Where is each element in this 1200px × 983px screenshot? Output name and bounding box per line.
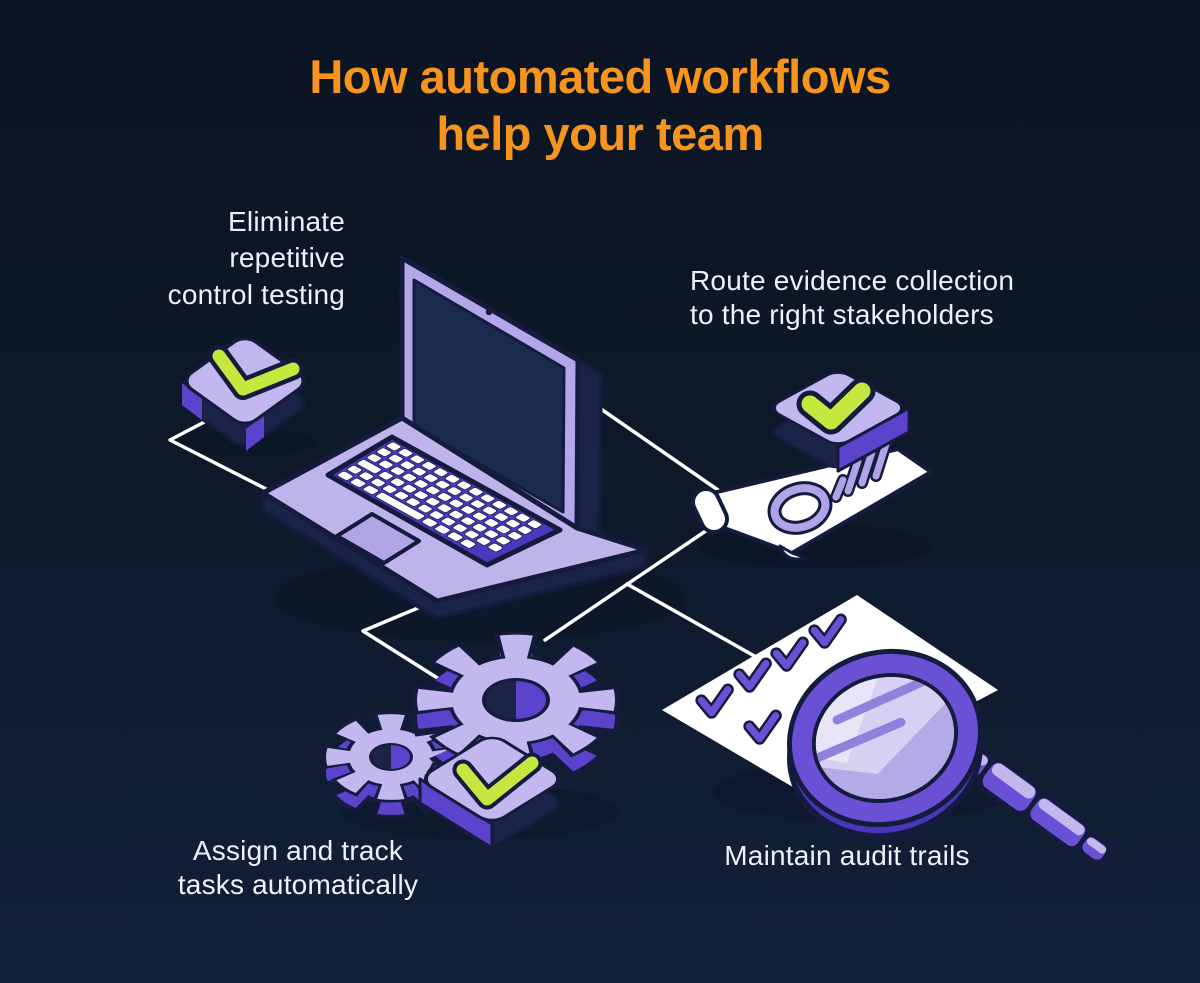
keyboard-keys — [336, 441, 543, 553]
trackpad — [335, 512, 421, 565]
connector-document-gears — [543, 522, 718, 642]
small-gear — [322, 711, 460, 821]
webcam-icon — [485, 308, 493, 316]
stamped-document-icon — [691, 371, 933, 561]
label-line: Maintain audit trails — [724, 840, 970, 871]
label-line: tasks automatically — [177, 869, 419, 901]
label-line: to the right stakeholders — [690, 298, 994, 330]
label-line: Route evidence collection — [690, 265, 1015, 296]
magnifier-lens — [786, 648, 984, 828]
gears-check-tile-icon — [322, 632, 619, 850]
laptop-icon — [260, 255, 649, 620]
laptop-screen — [412, 278, 566, 514]
label-line: Assign and track — [192, 835, 404, 866]
connector-checktile-laptop — [168, 416, 274, 494]
label-line: Eliminate — [228, 206, 345, 237]
gear-check-tile — [418, 736, 561, 850]
check-tile-icon — [182, 337, 306, 451]
label-eliminate-repetitive-control-testing: Eliminate repetitive control testing — [45, 204, 345, 313]
label-route-evidence-collection: Route evidence collection to the right s… — [690, 264, 1090, 331]
stamp-tile — [771, 371, 911, 473]
label-maintain-audit-trails: Maintain audit trails — [657, 838, 1037, 874]
document-ring — [767, 481, 833, 535]
connector-laptop-gears — [361, 598, 441, 681]
audit-checklist-magnifier-icon — [662, 595, 1111, 865]
connector-laptop-document — [586, 398, 720, 492]
label-line: repetitive — [229, 242, 345, 274]
page-title-line-2: help your team — [436, 107, 764, 161]
label-line: control testing — [167, 278, 345, 310]
audit-checkmarks — [695, 613, 847, 745]
page-title-line-1: How automated workflows — [309, 50, 891, 103]
document-lines — [830, 438, 892, 503]
label-assign-and-track-tasks: Assign and track tasks automatically — [108, 834, 488, 902]
page-title: How automated workflows help your team — [0, 48, 1200, 163]
